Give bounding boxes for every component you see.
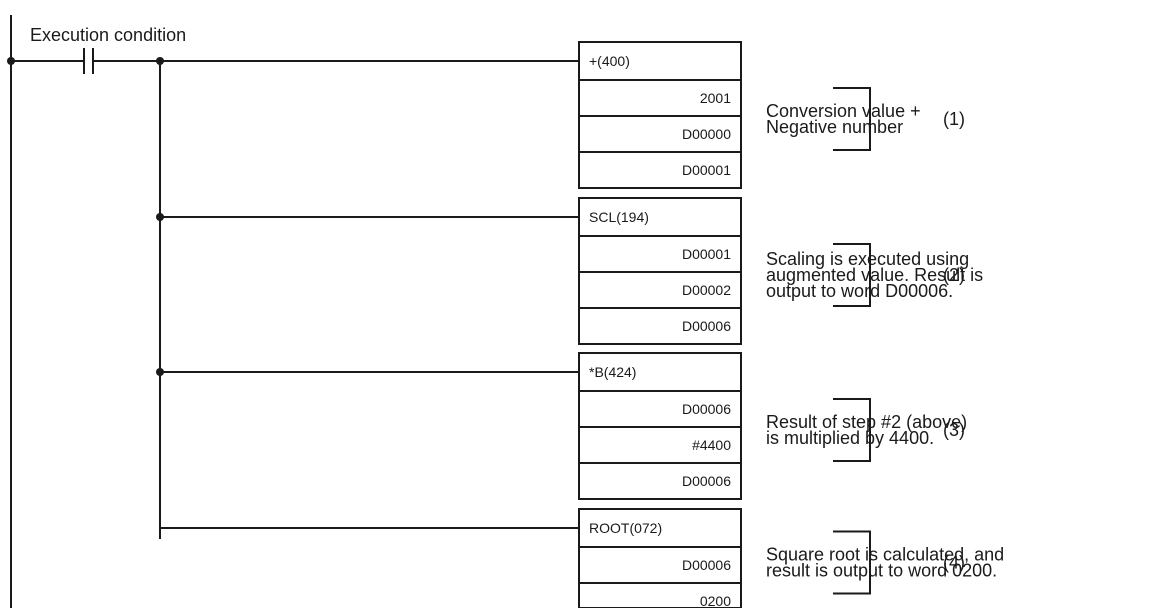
step-bracket [833, 243, 871, 307]
step-number: (4) [943, 553, 965, 573]
operand-value: #4400 [692, 437, 731, 453]
step-description: is multiplied by 4400. [766, 428, 934, 448]
step-description: result is output to word 0200. [766, 561, 997, 581]
step-bracket [833, 87, 871, 151]
operand-value: 2001 [700, 90, 731, 106]
operand-value: D00006 [682, 557, 731, 573]
step-bracket [833, 530, 871, 595]
instruction-block [578, 508, 742, 608]
step-description: Square root is calculated, and [766, 545, 1004, 565]
instruction-name: ROOT(072) [589, 520, 662, 536]
step-description: augmented value. Result is [766, 265, 983, 285]
operand-value: 0200 [700, 593, 731, 608]
step-number: (1) [943, 109, 965, 129]
step-description: Negative number [766, 117, 903, 137]
step-description: Result of step #2 (above) [766, 412, 967, 432]
operand-value: D00006 [682, 401, 731, 417]
instruction-name: *B(424) [589, 364, 636, 380]
operand-value: D00006 [682, 318, 731, 334]
operand-value: D00006 [682, 473, 731, 489]
step-description: Scaling is executed using [766, 249, 969, 269]
step-number: (2) [943, 265, 965, 285]
instruction-name: SCL(194) [589, 209, 649, 225]
instruction-name: +(400) [589, 53, 630, 69]
operand-value: D00001 [682, 162, 731, 178]
operand-value: D00002 [682, 282, 731, 298]
operand-value: D00000 [682, 126, 731, 142]
step-description: Conversion value + [766, 101, 921, 121]
step-bracket [833, 398, 871, 462]
operand-value: D00001 [682, 246, 731, 262]
step-description: output to word D00006. [766, 281, 953, 301]
no-contact-icon [83, 48, 94, 74]
step-number: (3) [943, 420, 965, 440]
execution-condition-label: Execution condition [30, 25, 186, 45]
